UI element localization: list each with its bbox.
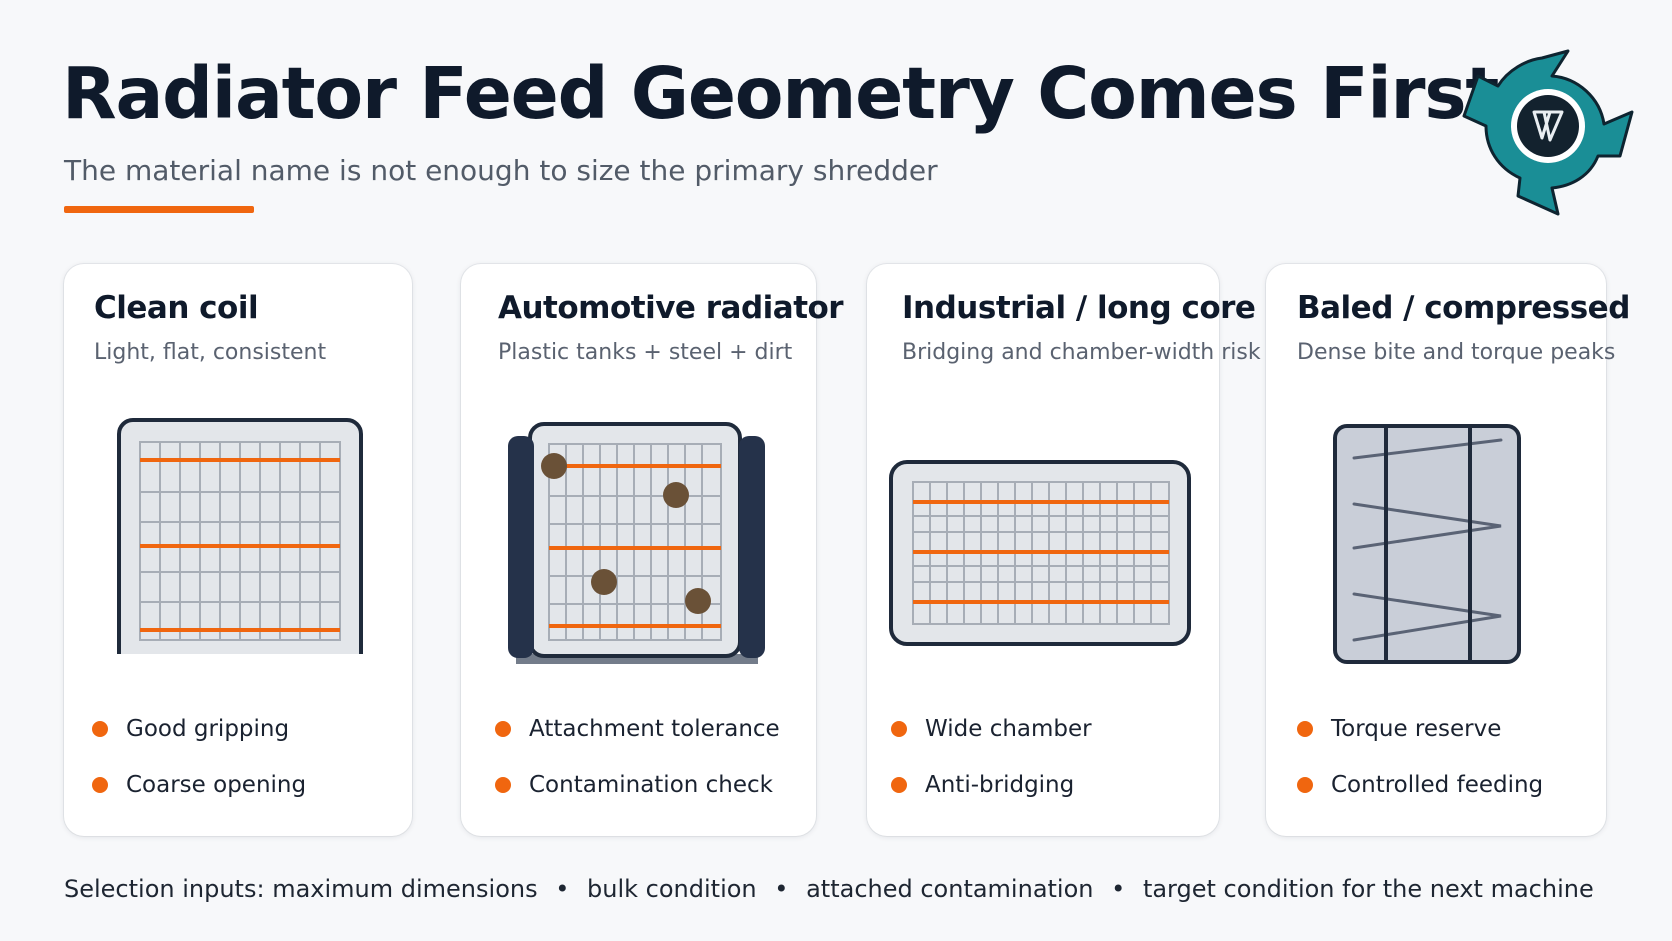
bullet-dot: [495, 721, 511, 737]
card-subtitle: Light, flat, consistent: [94, 340, 327, 365]
footer-item: bulk condition: [587, 875, 757, 903]
bullet-dot: [92, 721, 108, 737]
clean-coil-grid-icon: [117, 418, 363, 654]
baled-bundle-icon: [1333, 424, 1521, 664]
bullet-item: Coarse opening: [92, 772, 306, 798]
gear-logo-icon: [1462, 49, 1634, 216]
bullet-item: Torque reserve: [1297, 716, 1501, 742]
bullet-item: Attachment tolerance: [495, 716, 780, 742]
card-automotive-radiator: Automotive radiator Plastic tanks + stee…: [461, 264, 844, 836]
bullet-item: Controlled feeding: [1297, 772, 1543, 798]
card-title: Clean coil: [94, 290, 259, 326]
card-subtitle: Dense bite and torque peaks: [1297, 340, 1616, 365]
card-subtitle: Plastic tanks + steel + dirt: [498, 340, 793, 365]
bullet-item: Wide chamber: [891, 716, 1092, 742]
bullet-dot: [495, 777, 511, 793]
footer-item: attached contamination: [806, 875, 1094, 903]
bullet-dot: [1297, 721, 1313, 737]
title-accent-bar: [64, 206, 254, 213]
bullet-dot: [92, 777, 108, 793]
bullet-dot: [891, 721, 907, 737]
footer-item: target condition for the next machine: [1142, 875, 1594, 903]
bullet-item: Contamination check: [495, 772, 773, 798]
card-subtitle: Bridging and chamber-width risk: [902, 340, 1261, 365]
card-clean-coil: Clean coil Light, flat, consistent G: [64, 264, 412, 836]
automotive-radiator-icon: [508, 422, 765, 664]
card-title: Industrial / long core: [902, 290, 1256, 326]
card-industrial-long-core: Industrial / long core Bridging and cham…: [867, 264, 1261, 836]
bullet-dot: [891, 777, 907, 793]
footer-separator: •: [774, 875, 789, 903]
bullet-item: Good gripping: [92, 716, 289, 742]
card-title: Baled / compressed: [1297, 290, 1630, 326]
footer-label: Selection inputs:: [64, 875, 265, 903]
page-subtitle: The material name is not enough to size …: [64, 154, 938, 187]
card-baled-compressed: Baled / compressed Dense bite and torque…: [1266, 264, 1630, 836]
bullet-item: Anti-bridging: [891, 772, 1074, 798]
long-core-radiator-icon: [889, 460, 1191, 646]
page-title: Radiator Feed Geometry Comes First: [62, 52, 1499, 135]
bullet-dot: [1297, 777, 1313, 793]
footer-separator: •: [555, 875, 570, 903]
card-title: Automotive radiator: [498, 290, 844, 326]
footer-separator: •: [1111, 875, 1126, 903]
selection-inputs-footer: Selection inputs: maximum dimensions • b…: [64, 875, 1594, 903]
footer-item: maximum dimensions: [272, 875, 538, 903]
